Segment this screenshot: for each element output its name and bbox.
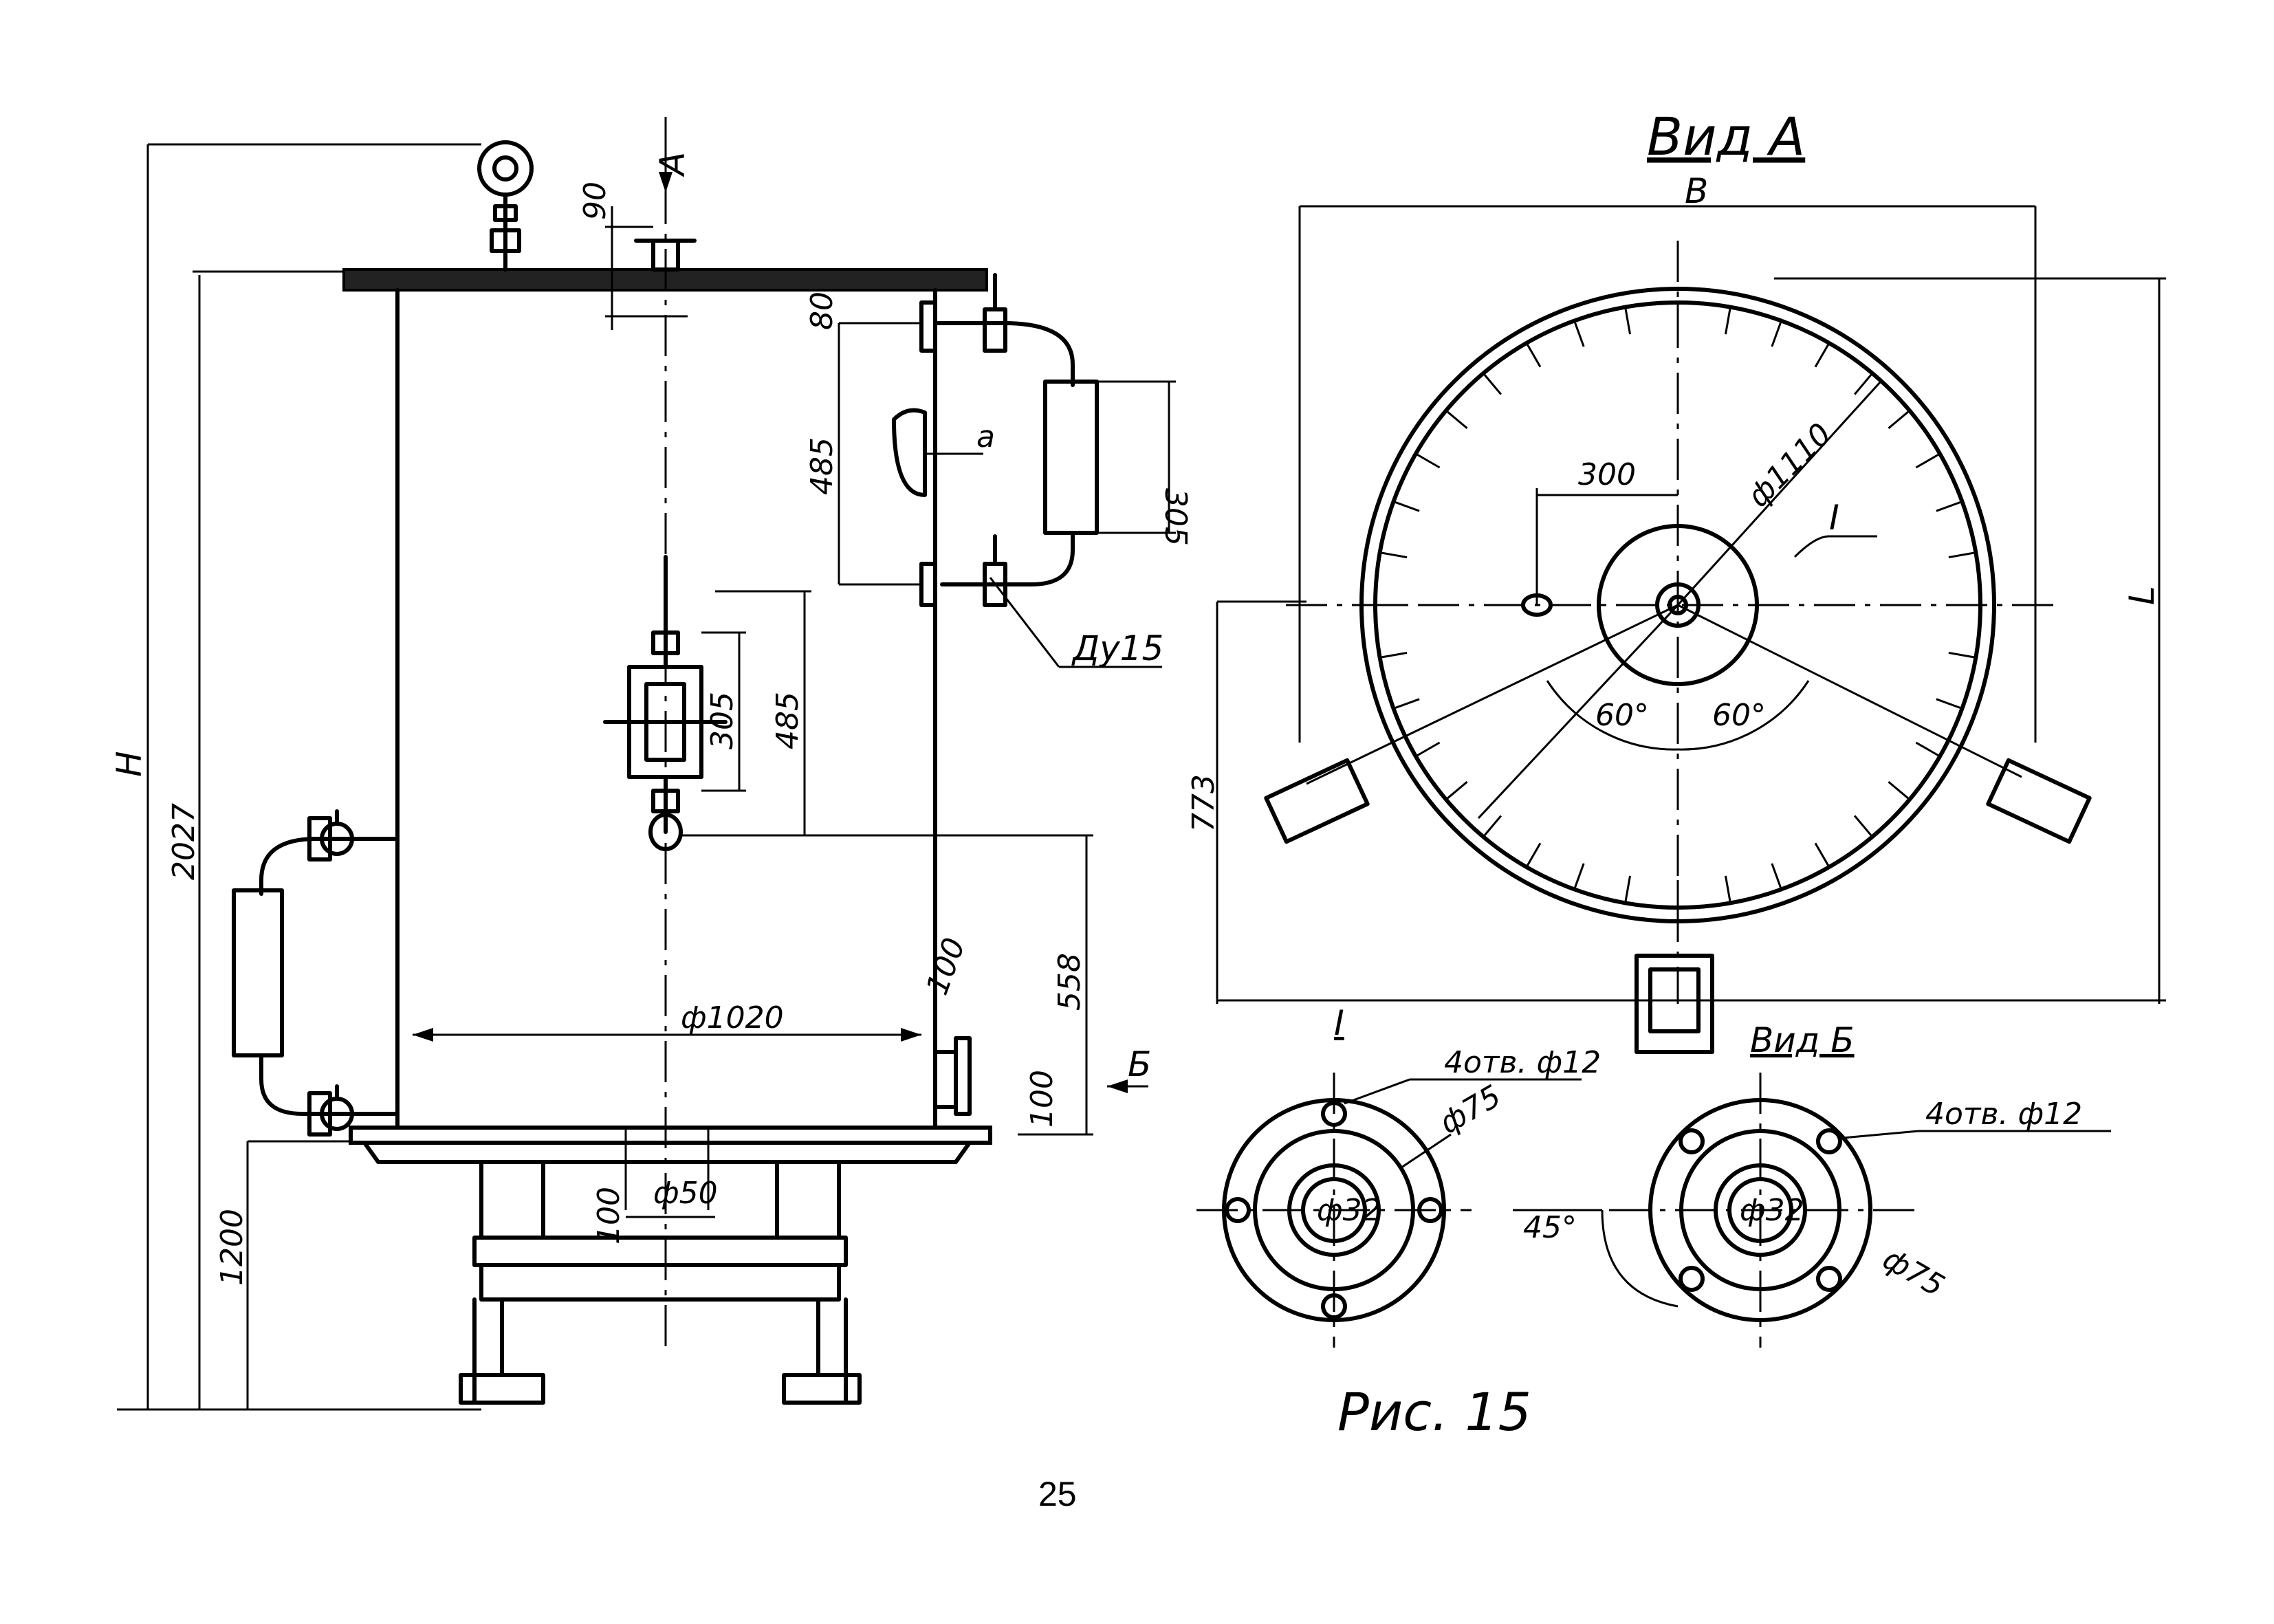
detail-i-holes: 4отв. ф12 <box>1444 1045 1601 1080</box>
ring-tick <box>1445 780 1468 800</box>
nozzle-bottom <box>1635 954 1714 1054</box>
ring-tick <box>1915 452 1940 469</box>
ring-tick <box>1379 651 1408 659</box>
dim-2027: 2027 <box>166 803 201 880</box>
ring-tick <box>1888 410 1911 430</box>
view-arrow-b: Б <box>1128 1044 1151 1084</box>
angle-left: 60° <box>1595 698 1649 733</box>
ring-tick <box>1415 452 1441 469</box>
ring-tick <box>1771 320 1782 347</box>
ring-ticks <box>1375 303 1980 908</box>
detail-i: I 4отв. ф12 ф75 ф32 <box>1196 1003 1601 1348</box>
dim-b: В <box>1685 171 1708 211</box>
dim-overall-height: Н <box>109 751 149 777</box>
nozzle-right <box>1986 758 2092 844</box>
dim-1200: 1200 <box>215 1209 250 1286</box>
view-b-d75: ф75 <box>1877 1241 1951 1304</box>
dim-90: 90 <box>578 182 613 220</box>
ring-tick <box>1393 501 1420 512</box>
detail-mark: I <box>1829 498 1839 538</box>
stand <box>459 1128 862 1405</box>
ring-tick <box>1915 741 1940 758</box>
label-du15: Ду15 <box>1071 628 1163 668</box>
ring-tick <box>1573 863 1585 890</box>
center-sight-glass <box>603 555 728 851</box>
dim-80: 80 <box>805 292 840 330</box>
angle-right: 60° <box>1712 698 1766 733</box>
detail-i-d32: ф32 <box>1317 1193 1381 1228</box>
level-gauge-right <box>919 273 1099 607</box>
ring-tick <box>1936 698 1963 710</box>
ring-tick <box>1936 501 1963 512</box>
dim-100-side: 100 <box>919 933 972 999</box>
ring-tick <box>1948 651 1976 659</box>
ring-tick <box>1771 863 1782 890</box>
view-b: Вид Б 4отв. ф12 ф75 ф32 45° <box>1513 1020 2111 1348</box>
dim-305-right: 305 <box>1158 488 1193 546</box>
ring-tick <box>1445 410 1468 430</box>
ring-tick <box>1853 372 1873 395</box>
view-b-angle: 45° <box>1523 1210 1577 1245</box>
ring-tick <box>1888 780 1911 800</box>
dim-d50: ф50 <box>653 1176 718 1211</box>
figure-caption: Рис. 15 <box>1337 1381 1531 1442</box>
front-view: А Б Н 2027 1200 90 80 485 485 305 305 55… <box>109 117 1193 1411</box>
level-gauge-left <box>232 809 400 1137</box>
view-arrow-a: А <box>653 152 692 177</box>
ring-tick <box>1393 698 1420 710</box>
dim-d1020: ф1020 <box>681 1000 784 1035</box>
detail-i-d75: ф75 <box>1434 1079 1507 1141</box>
dim-485-top: 485 <box>805 437 840 495</box>
ring-tick <box>1525 342 1542 368</box>
dim-300: 300 <box>1578 457 1636 492</box>
dim-773: 773 <box>1186 774 1221 832</box>
view-a: Вид А В L 300 ф1110 773 60° 60° I <box>1186 106 2166 1054</box>
dim-558: 558 <box>1052 953 1087 1011</box>
ring-tick <box>1624 875 1632 903</box>
dim-d1110: ф1110 <box>1741 417 1839 514</box>
view-b-d32: ф32 <box>1740 1193 1804 1228</box>
ring-tick <box>1624 307 1632 335</box>
view-a-title: Вид А <box>1647 106 1805 167</box>
dim-485-mid: 485 <box>770 692 805 749</box>
ring-tick <box>1525 842 1542 868</box>
ring-tick <box>1948 551 1976 559</box>
dim-l: L <box>2122 586 2162 605</box>
page-number: 25 <box>1038 1475 1077 1513</box>
ring-tick <box>1415 741 1441 758</box>
ring-tick <box>1483 372 1502 395</box>
ring-tick <box>1724 307 1731 335</box>
ring-tick <box>1814 842 1830 868</box>
ring-tick <box>1573 320 1585 347</box>
view-b-title: Вид Б <box>1750 1020 1855 1060</box>
label-a: а <box>976 419 995 454</box>
dim-305-center: 305 <box>705 692 740 749</box>
bottom-plate <box>349 1126 992 1145</box>
view-b-holes: 4отв. ф12 <box>1925 1097 2082 1132</box>
ring-tick <box>1853 815 1873 838</box>
ring-tick <box>1483 815 1502 838</box>
nozzle-left <box>1264 758 1370 844</box>
ring-tick <box>1814 342 1830 368</box>
detail-i-title: I <box>1334 1003 1344 1043</box>
dim-100-bottom: 100 <box>1025 1070 1060 1128</box>
ring-tick <box>1379 551 1408 559</box>
ring-tick <box>1724 875 1731 903</box>
dim-100-drain: 100 <box>591 1187 626 1244</box>
